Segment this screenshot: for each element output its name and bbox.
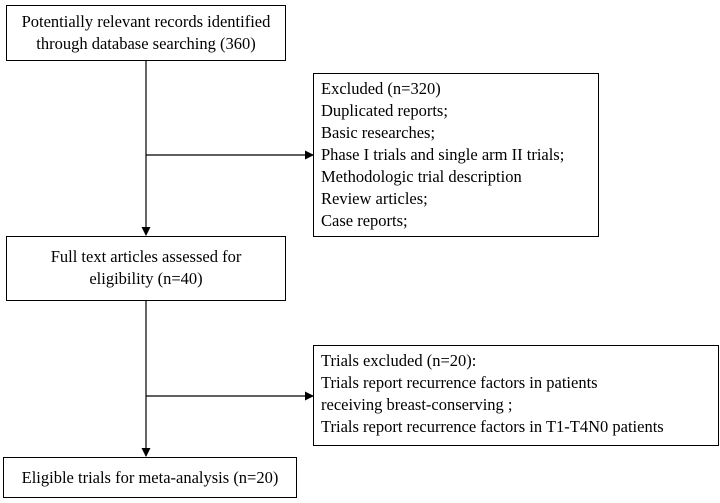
excluded-records-box: Excluded (n=320) Duplicated reports; Bas… (313, 73, 599, 237)
excluded2-line-2: Trials report recurrence factors in pati… (321, 373, 598, 392)
eligible-trials-box: Eligible trials for meta-analysis (n=20) (3, 457, 297, 498)
fulltext-line-2: eligibility (n=40) (89, 269, 203, 288)
trials-excluded-box: Trials excluded (n=20): Trials report re… (313, 345, 719, 446)
fulltext-assessed-box: Full text articles assessed for eligibil… (6, 236, 286, 301)
fulltext-line-1: Full text articles assessed for (50, 247, 242, 266)
excluded1-line-7: Case reports; (321, 211, 408, 230)
identified-line-1: Potentially relevant records identified (21, 12, 271, 31)
excluded1-line-2: Duplicated reports; (321, 101, 448, 120)
excluded2-line-1: Trials excluded (n=20): (321, 351, 477, 370)
excluded2-line-4: Trials report recurrence factors in T1-T… (321, 417, 664, 436)
excluded1-line-5: Methodologic trial description (321, 167, 522, 186)
excluded2-line-3: receiving breast-conserving ; (321, 395, 513, 414)
excluded1-line-1: Excluded (n=320) (321, 79, 441, 98)
excluded1-line-6: Review articles; (321, 189, 428, 208)
excluded1-line-4: Phase I trials and single arm II trials; (321, 145, 565, 164)
eligible-line-1: Eligible trials for meta-analysis (n=20) (21, 468, 279, 487)
identified-records-box: Potentially relevant records identified … (6, 5, 286, 61)
excluded1-line-3: Basic researches; (321, 123, 436, 142)
identified-line-2: through database searching (360) (36, 34, 256, 53)
